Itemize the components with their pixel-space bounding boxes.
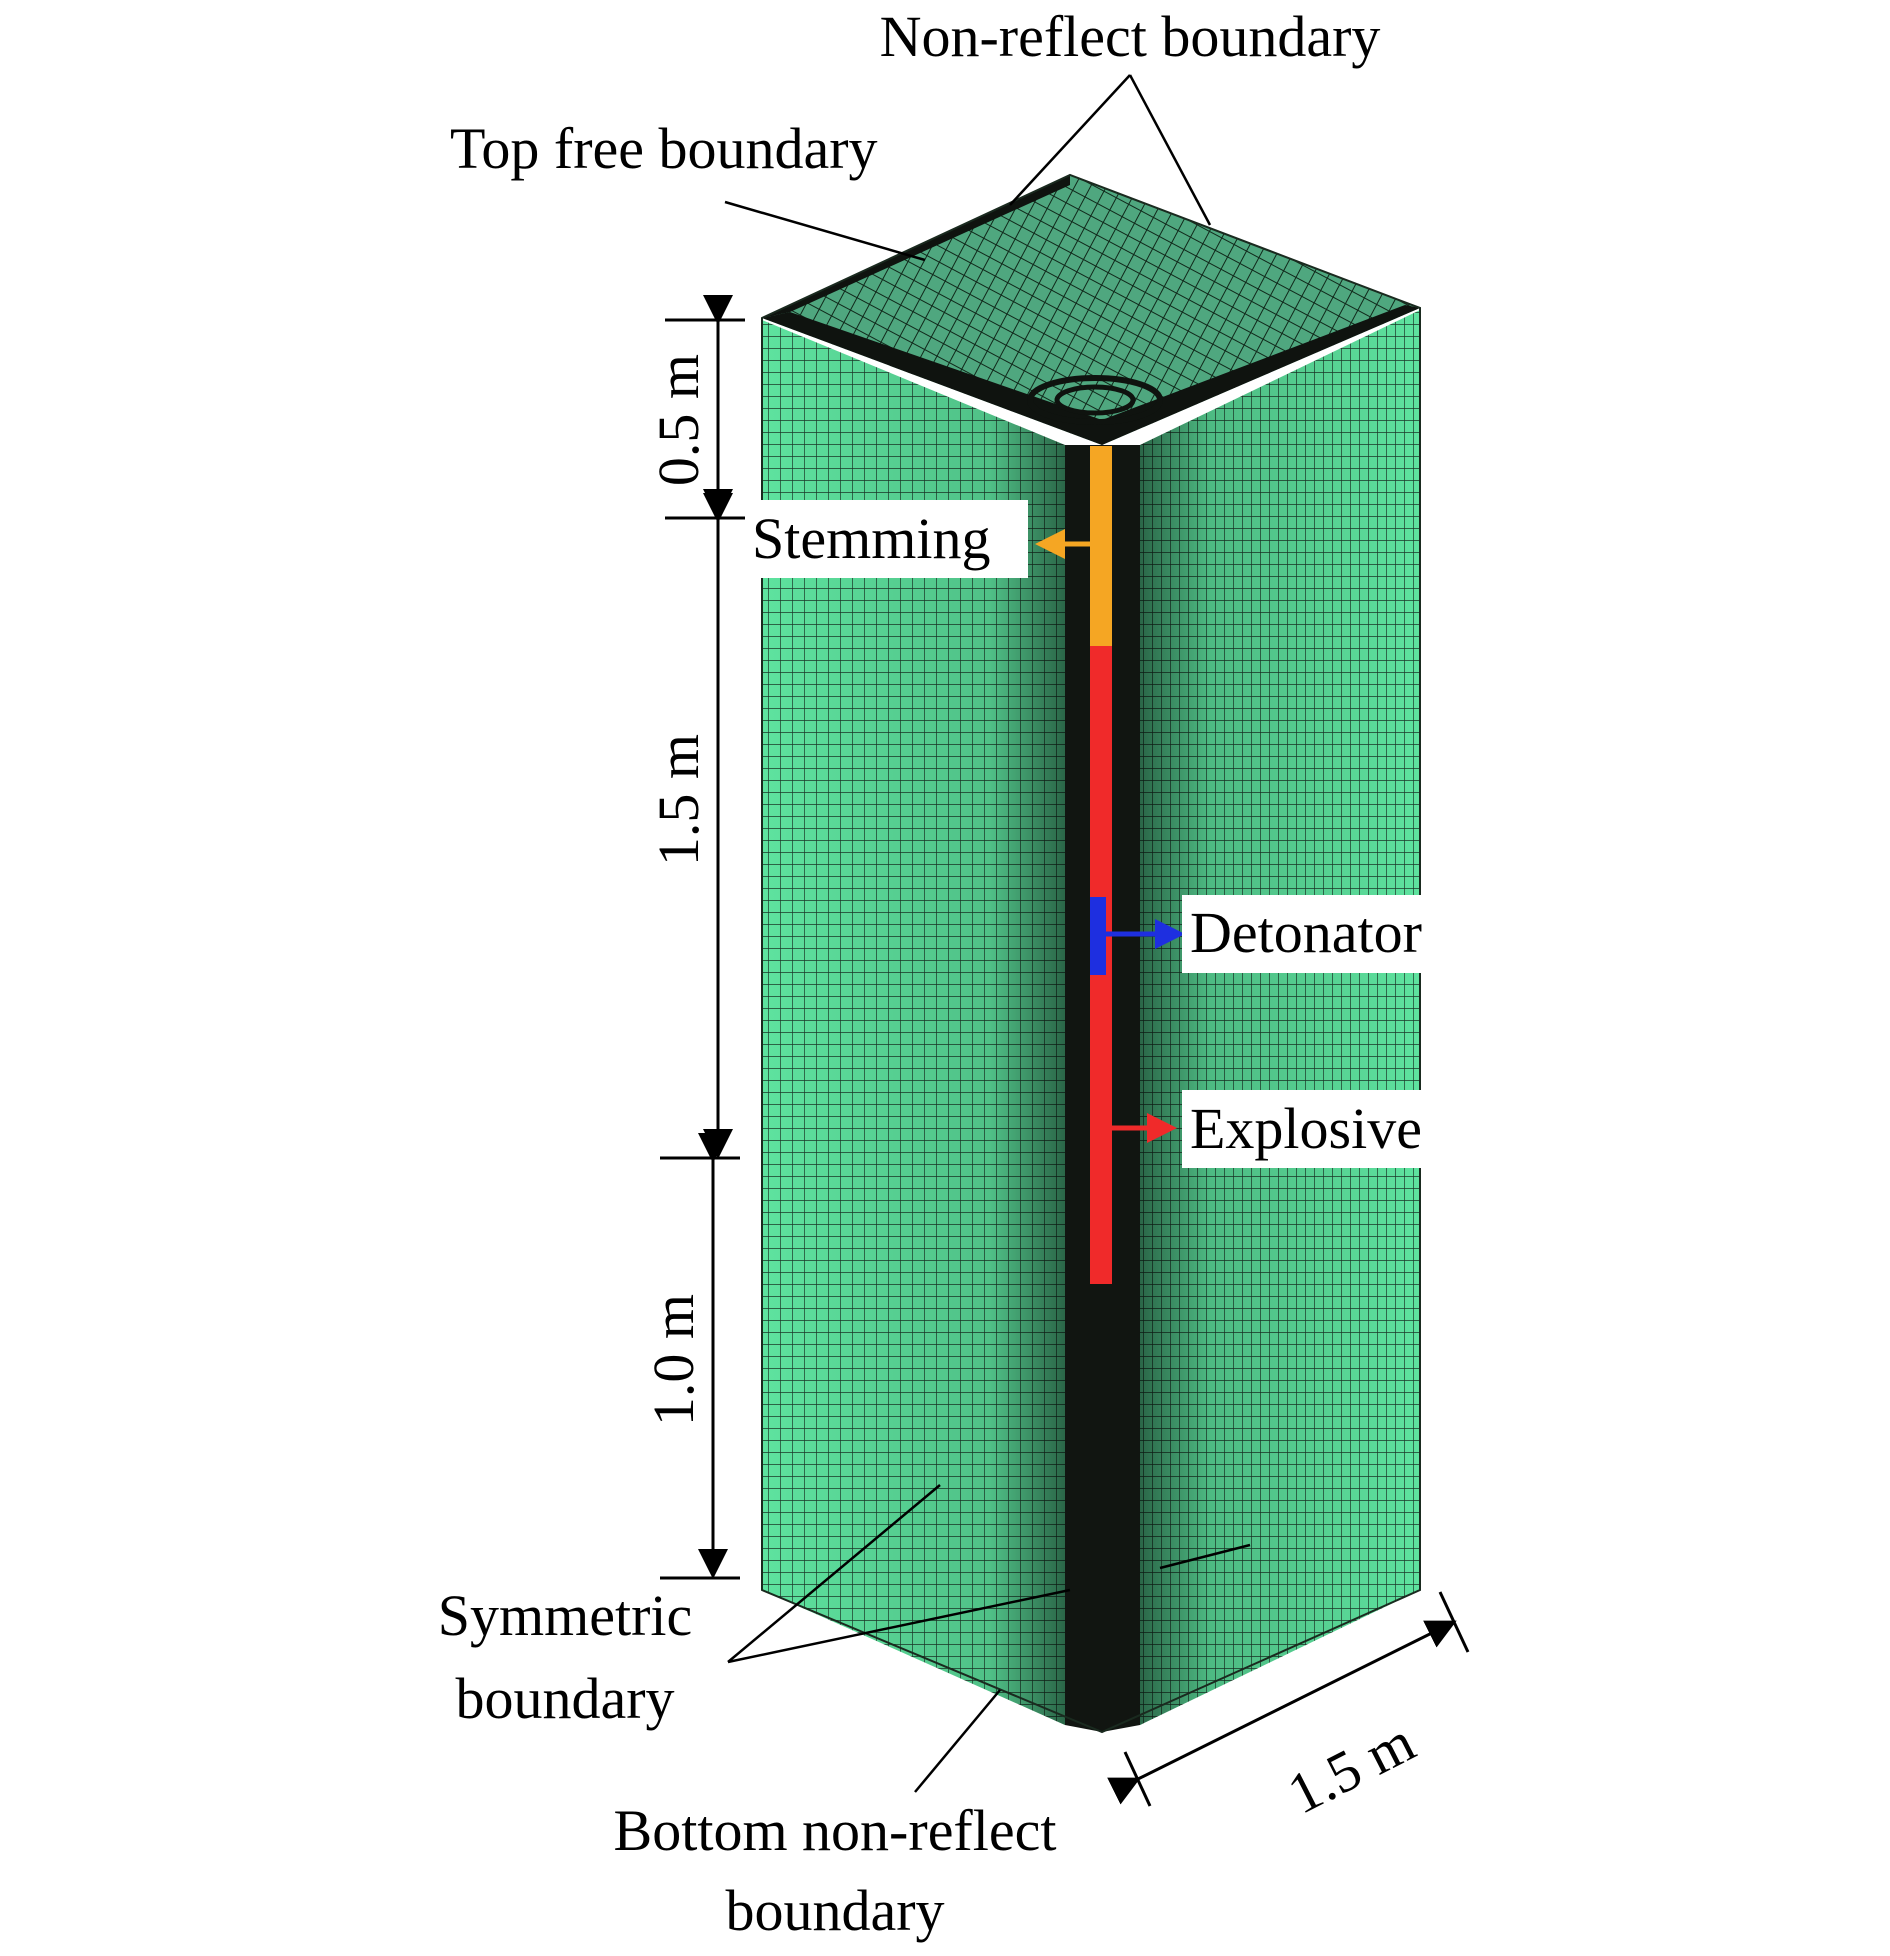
- bottom-non-reflect-label-line2: boundary: [725, 1878, 944, 1943]
- bottom-non-reflect-label-line1: Bottom non-reflect: [614, 1798, 1057, 1863]
- model-block: [761, 173, 1421, 1734]
- symmetric-boundary-label-line2: boundary: [455, 1666, 674, 1731]
- detonator-label-bg: [1182, 895, 1457, 973]
- stemming-label: Stemming: [752, 506, 990, 571]
- leader-lines: [724, 74, 1251, 1793]
- explosive-label: Explosive: [1190, 1096, 1422, 1161]
- explosive-label-bg: [1182, 1090, 1457, 1168]
- symmetric-boundary-label-line1: Symmetric: [438, 1583, 693, 1648]
- detonator-segment: [1090, 897, 1106, 975]
- vertical-dimensions: [660, 295, 745, 1580]
- non-reflect-boundary-label: Non-reflect boundary: [880, 4, 1381, 69]
- detonator-label: Detonator: [1190, 900, 1422, 965]
- dim-label-1-5m-width: 1.5 m: [1278, 1709, 1425, 1827]
- top-free-boundary-label: Top free boundary: [450, 116, 878, 181]
- width-dimension: [1107, 1591, 1470, 1807]
- stemming-label-bg: [748, 500, 1028, 578]
- charge-column: [1090, 446, 1112, 1284]
- dim-label-1-5m-vertical: 1.5 m: [646, 734, 711, 866]
- dim-label-0-5m: 0.5 m: [646, 354, 711, 486]
- dim-label-1-0m: 1.0 m: [641, 1294, 706, 1426]
- stemming-segment: [1090, 446, 1112, 646]
